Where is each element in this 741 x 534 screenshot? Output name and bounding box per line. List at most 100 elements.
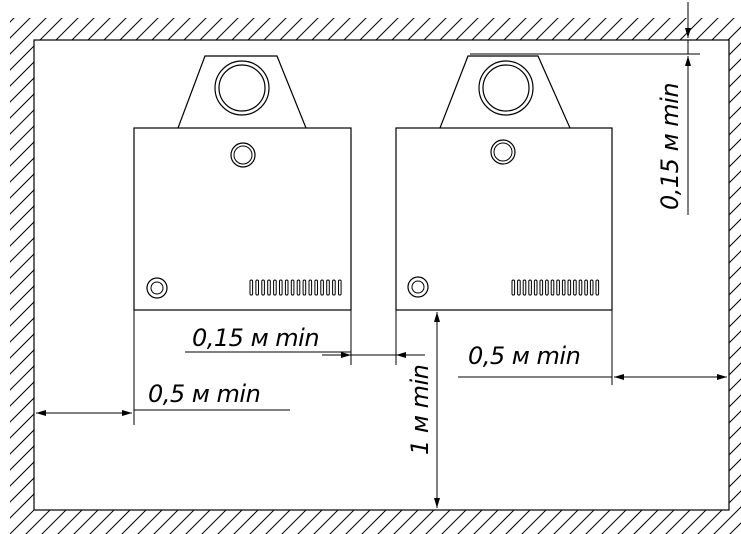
vent-slot bbox=[589, 279, 594, 296]
label-gap-between-boilers: 0,15 м min bbox=[192, 324, 319, 352]
hatch-line bbox=[10, 18, 17, 534]
vent-slot bbox=[326, 279, 330, 296]
hatch-line bbox=[191, 18, 741, 534]
hatch-line bbox=[527, 18, 741, 534]
hatch-line bbox=[79, 18, 641, 534]
vent-slot bbox=[533, 279, 538, 296]
hatch-line bbox=[175, 18, 737, 534]
label-gap-left-wall: 0,5 м min bbox=[148, 380, 260, 408]
hatch-line bbox=[319, 18, 741, 534]
mounting-bracket-right bbox=[439, 55, 571, 129]
hatch-line bbox=[623, 18, 741, 534]
hatch-line bbox=[10, 18, 257, 534]
vent-slot bbox=[539, 279, 544, 296]
hatch-line bbox=[10, 18, 193, 534]
vent-slot bbox=[332, 279, 336, 296]
hatch-line bbox=[10, 18, 561, 534]
hatch-line bbox=[415, 18, 741, 534]
vent-slot bbox=[550, 279, 555, 296]
vent-slot bbox=[249, 279, 254, 296]
vent-slot bbox=[578, 279, 583, 296]
vent-slot bbox=[255, 279, 259, 296]
hatch-line bbox=[10, 18, 369, 534]
hatch-line bbox=[479, 18, 741, 534]
hatch-line bbox=[10, 18, 129, 534]
hatch-line bbox=[639, 18, 741, 534]
vent-slot bbox=[279, 279, 283, 296]
vent-slot bbox=[517, 279, 521, 296]
hatch-line bbox=[10, 18, 113, 534]
hatch-line bbox=[655, 18, 741, 534]
vent-slot bbox=[573, 279, 577, 296]
hatch-line bbox=[47, 18, 609, 534]
hatch-line bbox=[287, 18, 741, 534]
hatch-line bbox=[463, 18, 741, 534]
hatch-line bbox=[383, 18, 741, 534]
hatch-line bbox=[10, 18, 417, 534]
gauge-left-icon bbox=[146, 277, 168, 299]
vent-slot bbox=[273, 279, 277, 296]
vent-slot bbox=[267, 279, 271, 296]
vent-slot bbox=[290, 279, 295, 296]
vent-slot bbox=[261, 279, 265, 296]
hatch-line bbox=[223, 18, 741, 534]
hatch-line bbox=[10, 18, 385, 534]
hatch-line bbox=[63, 18, 625, 534]
hatch-line bbox=[15, 18, 577, 534]
bracket-hole-left-icon bbox=[214, 60, 270, 116]
hatch-line bbox=[399, 18, 741, 534]
hatch-line bbox=[10, 18, 305, 534]
hatch-line bbox=[10, 18, 289, 534]
vent-slot bbox=[522, 279, 527, 296]
hatch-line bbox=[511, 18, 741, 534]
vent-slot bbox=[567, 279, 572, 296]
vent-slot bbox=[308, 279, 313, 296]
vent-slot bbox=[528, 279, 532, 296]
dimension-left-wall: 0,5 м min bbox=[36, 380, 290, 416]
boiler-body-left bbox=[133, 127, 352, 311]
boiler-right bbox=[395, 55, 613, 311]
hatch-line bbox=[10, 18, 241, 534]
label-gap-floor: 1 м min bbox=[406, 365, 434, 455]
hatch-line bbox=[687, 18, 741, 534]
hatch-line bbox=[10, 18, 513, 534]
vent-slot bbox=[545, 279, 549, 296]
hatch-line bbox=[303, 18, 741, 534]
hatch-line bbox=[159, 18, 721, 534]
hatch-line bbox=[575, 18, 741, 534]
hatch-line bbox=[271, 18, 741, 534]
hatch-line bbox=[31, 18, 593, 534]
hatch-line bbox=[10, 18, 273, 534]
bracket-hole-right-icon bbox=[478, 60, 534, 116]
hatch-line bbox=[447, 18, 741, 534]
hatch-line bbox=[239, 18, 741, 534]
vent-slot bbox=[556, 279, 560, 296]
hatch-line bbox=[10, 18, 97, 534]
hatch-line bbox=[10, 18, 81, 534]
vent-slot bbox=[511, 279, 516, 296]
vent-slot bbox=[338, 279, 342, 296]
flue-outlet-right-icon bbox=[490, 139, 516, 165]
hatch-line bbox=[10, 18, 545, 534]
hatch-line bbox=[335, 18, 741, 534]
hatch-line bbox=[591, 18, 741, 534]
dimension-right-wall: 0,5 м min bbox=[458, 342, 727, 380]
dimension-between-boilers: 0,15 м min bbox=[185, 324, 425, 358]
label-gap-right-wall: 0,5 м min bbox=[468, 342, 580, 370]
gauge-right-icon bbox=[407, 276, 429, 298]
hatch-line bbox=[543, 18, 741, 534]
vent-slot bbox=[284, 279, 289, 296]
room-outline bbox=[33, 39, 730, 511]
hatch-line bbox=[95, 18, 657, 534]
hatch-line bbox=[607, 18, 741, 534]
hatch-line bbox=[559, 18, 741, 534]
hatch-line bbox=[10, 18, 465, 534]
vent-slot bbox=[584, 279, 588, 296]
vent-slots-left-icon bbox=[249, 279, 342, 296]
hatch-line bbox=[431, 18, 741, 534]
hatch-line bbox=[10, 18, 337, 534]
flue-outlet-left-icon bbox=[230, 142, 256, 168]
vent-slot bbox=[320, 279, 324, 296]
